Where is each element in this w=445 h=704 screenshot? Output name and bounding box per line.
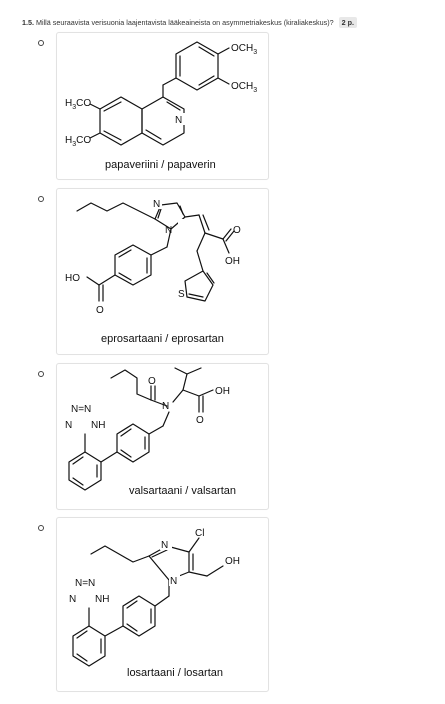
- atom-ho: HO: [65, 273, 80, 284]
- structure-card-papaverine: OCH3 OCH3 H3CO H3CO N papaveriini / papa…: [56, 32, 269, 180]
- atom-n-amide: N: [162, 401, 169, 412]
- structure-card-eprosartan: N N O OH HO O S eprosartaani / eprosarta…: [56, 188, 269, 355]
- atom-tetrazole-nh: NH: [95, 594, 109, 605]
- question-header: 1.5. Millä seuraavista verisuonia laajen…: [22, 17, 422, 28]
- atom-och3-bottom: OCH3: [231, 81, 257, 94]
- atom-o-amide: O: [148, 376, 156, 387]
- radio-button-losartan[interactable]: [38, 525, 44, 531]
- atom-s: S: [178, 289, 185, 300]
- structure-card-losartan: Cl N OH N N=N N NH losartaani / losartan: [56, 517, 269, 692]
- drug-name-losartan: losartaani / losartan: [127, 667, 223, 679]
- radio-button-valsartan[interactable]: [38, 371, 44, 377]
- atom-o-acid: O: [196, 415, 204, 426]
- losartan-structure: Cl N OH N N=N N NH losartaani / losartan: [69, 528, 240, 679]
- atom-tetrazole-nh: NH: [91, 420, 105, 431]
- drug-name-papaverine: papaveriini / papaverin: [105, 159, 216, 171]
- question-number: 1.5.: [22, 18, 34, 27]
- atom-n-top: N: [161, 540, 168, 551]
- atom-tetrazole-nn: N=N: [71, 404, 91, 415]
- atom-n-top: N: [153, 199, 160, 210]
- papaverine-structure: OCH3 OCH3 H3CO H3CO N papaveriini / papa…: [65, 41, 257, 171]
- atom-och3-top: OCH3: [231, 43, 257, 56]
- atom-n-bottom: N: [170, 576, 177, 587]
- atom-cl: Cl: [195, 528, 204, 539]
- drug-name-valsartan: valsartaani / valsartan: [129, 485, 236, 497]
- drug-name-eprosartan: eprosartaani / eprosartan: [101, 333, 224, 345]
- atom-oh: OH: [225, 256, 240, 267]
- radio-button-eprosartan[interactable]: [38, 196, 44, 202]
- atom-h3co-bottom: H3CO: [65, 135, 91, 148]
- atom-n: N: [175, 115, 182, 126]
- atom-o-carbonyl: O: [96, 305, 104, 316]
- question-text: Millä seuraavista verisuonia laajentavis…: [36, 18, 334, 27]
- atom-tetrazole-n: N: [65, 420, 72, 431]
- atom-tetrazole-nn: N=N: [75, 578, 95, 589]
- eprosartan-structure: N N O OH HO O S eprosartaani / eprosarta…: [65, 197, 241, 345]
- atom-h3co-top: H3CO: [65, 98, 91, 111]
- atom-oh: OH: [215, 386, 230, 397]
- atom-o-acid: O: [233, 225, 241, 236]
- atom-oh: OH: [225, 556, 240, 567]
- points-badge: 2 p.: [338, 17, 358, 28]
- structure-card-valsartan: N O OH O N=N N NH valsartaani / valsarta…: [56, 363, 269, 510]
- valsartan-structure: N O OH O N=N N NH valsartaani / valsarta…: [65, 367, 236, 497]
- radio-button-papaverine[interactable]: [38, 40, 44, 46]
- atom-tetrazole-n: N: [69, 594, 76, 605]
- atom-n-bottom: N: [165, 225, 172, 236]
